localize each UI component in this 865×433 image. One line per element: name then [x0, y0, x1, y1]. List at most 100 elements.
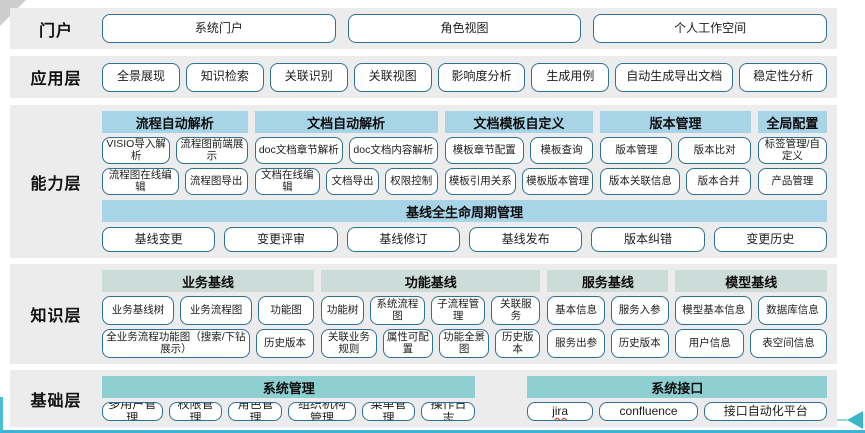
group-header: 系统接口 [527, 376, 827, 398]
feature-button[interactable]: 角色视图 [347, 14, 582, 43]
feature-button[interactable]: 自动生成导出文档 [615, 62, 734, 92]
feature-button[interactable]: 基线变更 [102, 227, 216, 252]
layer-content: 系统门户角色视图个人工作空间 [102, 8, 837, 49]
feature-button[interactable]: 流程图导出 [184, 168, 248, 195]
feature-button[interactable]: confluence [598, 402, 699, 421]
feature-button[interactable]: 模型基本信息 [675, 296, 753, 325]
feature-button[interactable]: 组织机构管理 [288, 402, 356, 421]
feature-button[interactable]: 标签管理/自定义 [757, 137, 827, 164]
feature-button[interactable]: 产品管理 [757, 168, 827, 195]
feature-button[interactable]: VISIO导入解析 [102, 137, 171, 164]
group-header: 模型基线 [675, 270, 827, 292]
feature-button[interactable]: 模板引用关系 [444, 168, 516, 195]
feature-button[interactable]: 稳定性分析 [739, 62, 828, 92]
feature-button[interactable]: doc文档内容解析 [349, 137, 438, 164]
group-header: 文档模板自定义 [444, 111, 594, 133]
feature-button[interactable]: 系统门户 [102, 14, 336, 43]
button-row: 版本管理版本比对 [600, 137, 751, 164]
feature-button[interactable]: 文档导出 [326, 168, 379, 195]
feature-button[interactable]: 版本纠错 [591, 227, 705, 252]
bottom-accent-line [0, 430, 865, 433]
button-row: 模板引用关系模板版本管理 [444, 168, 594, 195]
feature-button[interactable]: 子流程管理 [430, 296, 486, 325]
feature-button[interactable]: 全景展现 [102, 62, 180, 92]
feature-button[interactable]: 功能图 [258, 296, 315, 325]
feature-button[interactable]: 功能树 [321, 296, 365, 325]
feature-button[interactable]: 变更评审 [224, 227, 338, 252]
feature-button[interactable]: 权限管理 [168, 402, 223, 421]
feature-button[interactable]: 业务基线树 [102, 296, 175, 325]
feature-button[interactable]: 基线修订 [346, 227, 460, 252]
group-header: 基线全生命周期管理 [102, 200, 827, 222]
feature-button[interactable]: 关联视图 [353, 62, 432, 92]
feature-button[interactable]: 角色管理 [228, 402, 283, 421]
feature-button[interactable]: 关联服务 [491, 296, 541, 325]
feature-button[interactable]: doc文档章节解析 [254, 137, 344, 164]
feature-button[interactable]: 历史版本 [495, 329, 541, 358]
feature-button[interactable]: 历史版本 [610, 329, 669, 358]
group-capability-0: 流程自动解析 VISIO导入解析流程图前端展示流程图在线编辑流程图导出 [102, 111, 248, 195]
layer-app: 应用层全景展现知识检索关联识别关联视图影响度分析生成用例自动生成导出文档稳定性分… [10, 56, 837, 98]
layer-label: 知识层 [30, 308, 82, 325]
button-row: 产品管理 [757, 168, 827, 195]
group-capability-4: 全局配置标签管理/自定义产品管理 [757, 111, 827, 195]
feature-button[interactable]: 数据库信息 [758, 296, 827, 325]
feature-button[interactable]: 模板查询 [529, 137, 594, 164]
feature-button[interactable]: 业务流程图 [180, 296, 253, 325]
feature-button[interactable]: 属性可配置 [382, 329, 433, 358]
feature-button[interactable]: 个人工作空间 [593, 14, 828, 43]
left-accent-tick [0, 397, 3, 431]
feature-button[interactable]: 基线发布 [468, 227, 583, 252]
feature-button[interactable]: 流程图前端展示 [176, 137, 248, 164]
feature-button[interactable]: 流程图在线编辑 [102, 168, 179, 195]
feature-button[interactable]: 文档在线编辑 [254, 168, 321, 195]
feature-button[interactable]: 菜单管理 [361, 402, 416, 421]
feature-button[interactable]: 全业务流程功能图（搜索/下钻展示） [102, 329, 250, 358]
group-header: 版本管理 [600, 111, 751, 133]
feature-button[interactable]: 服务入参 [610, 296, 669, 325]
feature-button[interactable]: 系统流程图 [370, 296, 425, 325]
feature-button[interactable]: 变更历史 [713, 227, 827, 252]
group-capability-3: 版本管理版本管理版本比对版本关联信息版本合并 [600, 111, 751, 195]
group-knowledge-3: 模型基线模型基本信息数据库信息用户信息表空间信息 [675, 270, 827, 358]
feature-button[interactable]: 生成用例 [531, 62, 610, 92]
feature-button[interactable]: 影响度分析 [437, 62, 526, 92]
feature-button[interactable]: 关联识别 [269, 62, 348, 92]
feature-button[interactable]: 功能全景图 [438, 329, 490, 358]
group-foundation-1: 系统接口 jira confluence 接口自动化平台 [527, 376, 827, 421]
button-row: 服务出参历史版本 [547, 329, 669, 358]
button-row: 关联业务规则属性可配置功能全景图历史版本 [321, 329, 541, 358]
feature-button[interactable]: jira [527, 402, 593, 421]
group-header: 全局配置 [757, 111, 827, 133]
feature-button[interactable]: 模板版本管理 [521, 168, 594, 195]
feature-button[interactable]: 版本管理 [600, 137, 673, 164]
feature-button[interactable]: 接口自动化平台 [704, 402, 827, 421]
layer-label: 能力层 [30, 175, 82, 193]
feature-button[interactable]: 版本合并 [686, 168, 751, 195]
feature-button[interactable]: 版本比对 [678, 137, 751, 164]
feature-button[interactable]: 用户信息 [675, 329, 744, 358]
feature-button[interactable]: 关联业务规则 [321, 329, 377, 358]
feature-button[interactable]: 版本关联信息 [600, 168, 681, 195]
layer-portal: 门户系统门户角色视图个人工作空间 [10, 8, 837, 49]
feature-button[interactable]: 操作日志 [421, 402, 476, 421]
feature-button[interactable]: 表空间信息 [749, 329, 827, 358]
feature-button[interactable]: 服务出参 [547, 329, 605, 358]
feature-button[interactable]: 知识检索 [185, 62, 264, 92]
button-row: 流程图在线编辑流程图导出 [102, 168, 248, 195]
feature-button[interactable]: 基本信息 [547, 296, 605, 325]
layer-knowledge: 知识层 业务基线业务基线树业务流程图功能图全业务流程功能图（搜索/下钻展示）历史版… [10, 264, 837, 364]
feature-button[interactable]: 多用户管理 [102, 402, 163, 421]
group-knowledge-0: 业务基线业务基线树业务流程图功能图全业务流程功能图（搜索/下钻展示）历史版本 [102, 270, 315, 358]
feature-button[interactable]: 模板章节配置 [444, 137, 524, 164]
group-header: 流程自动解析 [102, 111, 248, 133]
feature-button[interactable]: 权限控制 [384, 168, 438, 195]
button-row: 文档在线编辑文档导出权限控制 [254, 168, 438, 195]
feature-button[interactable]: 历史版本 [255, 329, 315, 358]
button-row: 业务基线树业务流程图功能图 [102, 296, 315, 325]
